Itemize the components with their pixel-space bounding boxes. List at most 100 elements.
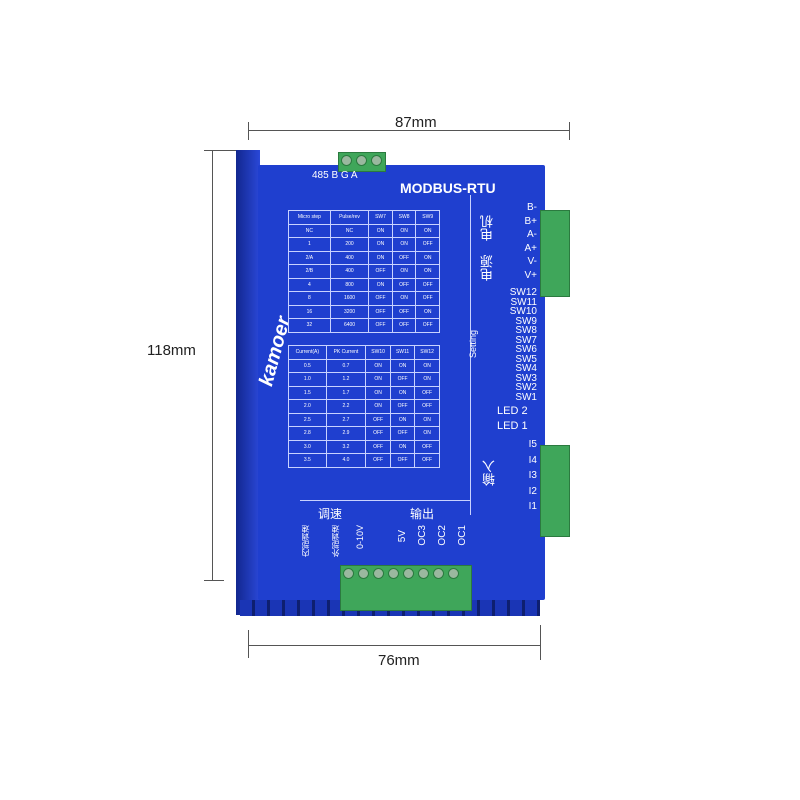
table-cell: ON — [365, 358, 391, 373]
motor-label: 电机 — [480, 215, 495, 241]
table-header: SW11 — [389, 345, 416, 360]
table-cell: 2/B — [288, 264, 331, 279]
height-dimension-line — [212, 150, 213, 580]
input-pin-label: I2 — [528, 485, 537, 497]
switch-label: SW11 — [510, 296, 538, 308]
table-cell: ON — [415, 304, 440, 319]
table-cell: 1.2 — [325, 372, 367, 387]
divider — [470, 195, 471, 515]
switch-label: SW3 — [515, 372, 537, 384]
table-cell: OFF — [415, 318, 440, 333]
table-cell: 3.5 — [288, 453, 327, 468]
height-label: 118mm — [147, 342, 196, 359]
table-cell: 400 — [329, 264, 370, 279]
table-cell: ON — [415, 264, 440, 279]
table-cell: 2.9 — [325, 426, 367, 441]
motor-pin-label: V- — [527, 256, 537, 267]
table-cell: ON — [391, 291, 417, 306]
table-header: PK Current — [325, 345, 367, 360]
table-cell: ON — [368, 277, 393, 292]
protocol-label: MODBUS-RTU — [400, 180, 496, 196]
switch-label: SW5 — [515, 353, 537, 365]
dim-tick — [540, 625, 541, 660]
setting-label: Setting — [468, 330, 478, 359]
table-cell: ON — [368, 250, 393, 265]
table-header: SW7 — [368, 210, 393, 225]
table-cell: OFF — [391, 304, 417, 319]
table-cell: 1.7 — [325, 385, 367, 400]
output-item: OC2 — [437, 525, 448, 546]
table-cell: OFF — [365, 412, 391, 427]
table-cell: OFF — [414, 385, 440, 400]
table-cell: NC — [329, 223, 370, 238]
table-cell: 32 — [288, 318, 331, 333]
table-cell: 2/A — [288, 250, 331, 265]
switch-label: SW10 — [509, 306, 537, 317]
table-cell: 1.5 — [288, 385, 327, 400]
port-label: 485 B G A — [312, 170, 358, 181]
table-cell: ON — [389, 412, 416, 427]
table-cell: ON — [414, 412, 440, 427]
output-item: 5V — [397, 530, 408, 543]
table-header: Current(A) — [288, 345, 327, 360]
dim-tick — [248, 630, 249, 658]
output-item: OC1 — [457, 525, 468, 546]
led1-label: LED 1 — [497, 420, 528, 432]
table-header: SW12 — [414, 345, 440, 360]
input-pin-label: I5 — [528, 439, 537, 450]
table-cell: 3.2 — [325, 439, 367, 454]
led2-label: LED 2 — [497, 405, 528, 417]
table-cell: NC — [288, 223, 331, 238]
width-label: 87mm — [395, 114, 437, 131]
dim-tick — [248, 122, 249, 140]
table-cell: ON — [365, 385, 391, 400]
table-cell: ON — [389, 358, 416, 373]
table-cell: 4.0 — [325, 453, 367, 468]
table-cell: ON — [414, 372, 440, 387]
table-cell: OFF — [365, 453, 391, 468]
table-cell: 3200 — [329, 304, 370, 319]
speed-item: 内部调速 — [301, 525, 310, 557]
motor-power-connector — [540, 210, 570, 297]
table-cell: OFF — [389, 426, 416, 441]
table-cell: OFF — [414, 453, 440, 468]
switch-label: SW4 — [515, 363, 537, 374]
table-cell: ON — [391, 237, 417, 252]
table-cell: 800 — [329, 277, 370, 292]
table-cell: 2.2 — [325, 399, 367, 414]
table-header: SW8 — [391, 210, 417, 225]
switch-label: SW9 — [515, 315, 537, 327]
table-cell: 400 — [329, 250, 370, 265]
table-cell: ON — [414, 358, 440, 373]
table-cell: 2.5 — [288, 412, 327, 427]
table-header: Micro step — [288, 210, 331, 225]
table-cell: ON — [368, 223, 393, 238]
motor-pin-label: B- — [527, 202, 537, 213]
table-cell: OFF — [415, 237, 440, 252]
motor-pin-label: B+ — [524, 215, 537, 227]
table-cell: 2.7 — [325, 412, 367, 427]
table-cell: ON — [365, 399, 391, 414]
input-pin-label: I1 — [528, 501, 537, 512]
dim-tick — [569, 122, 570, 140]
table-cell: OFF — [365, 426, 391, 441]
board-side-edge — [236, 150, 260, 615]
motor-pin-label: A- — [527, 229, 537, 240]
table-cell: OFF — [391, 250, 417, 265]
